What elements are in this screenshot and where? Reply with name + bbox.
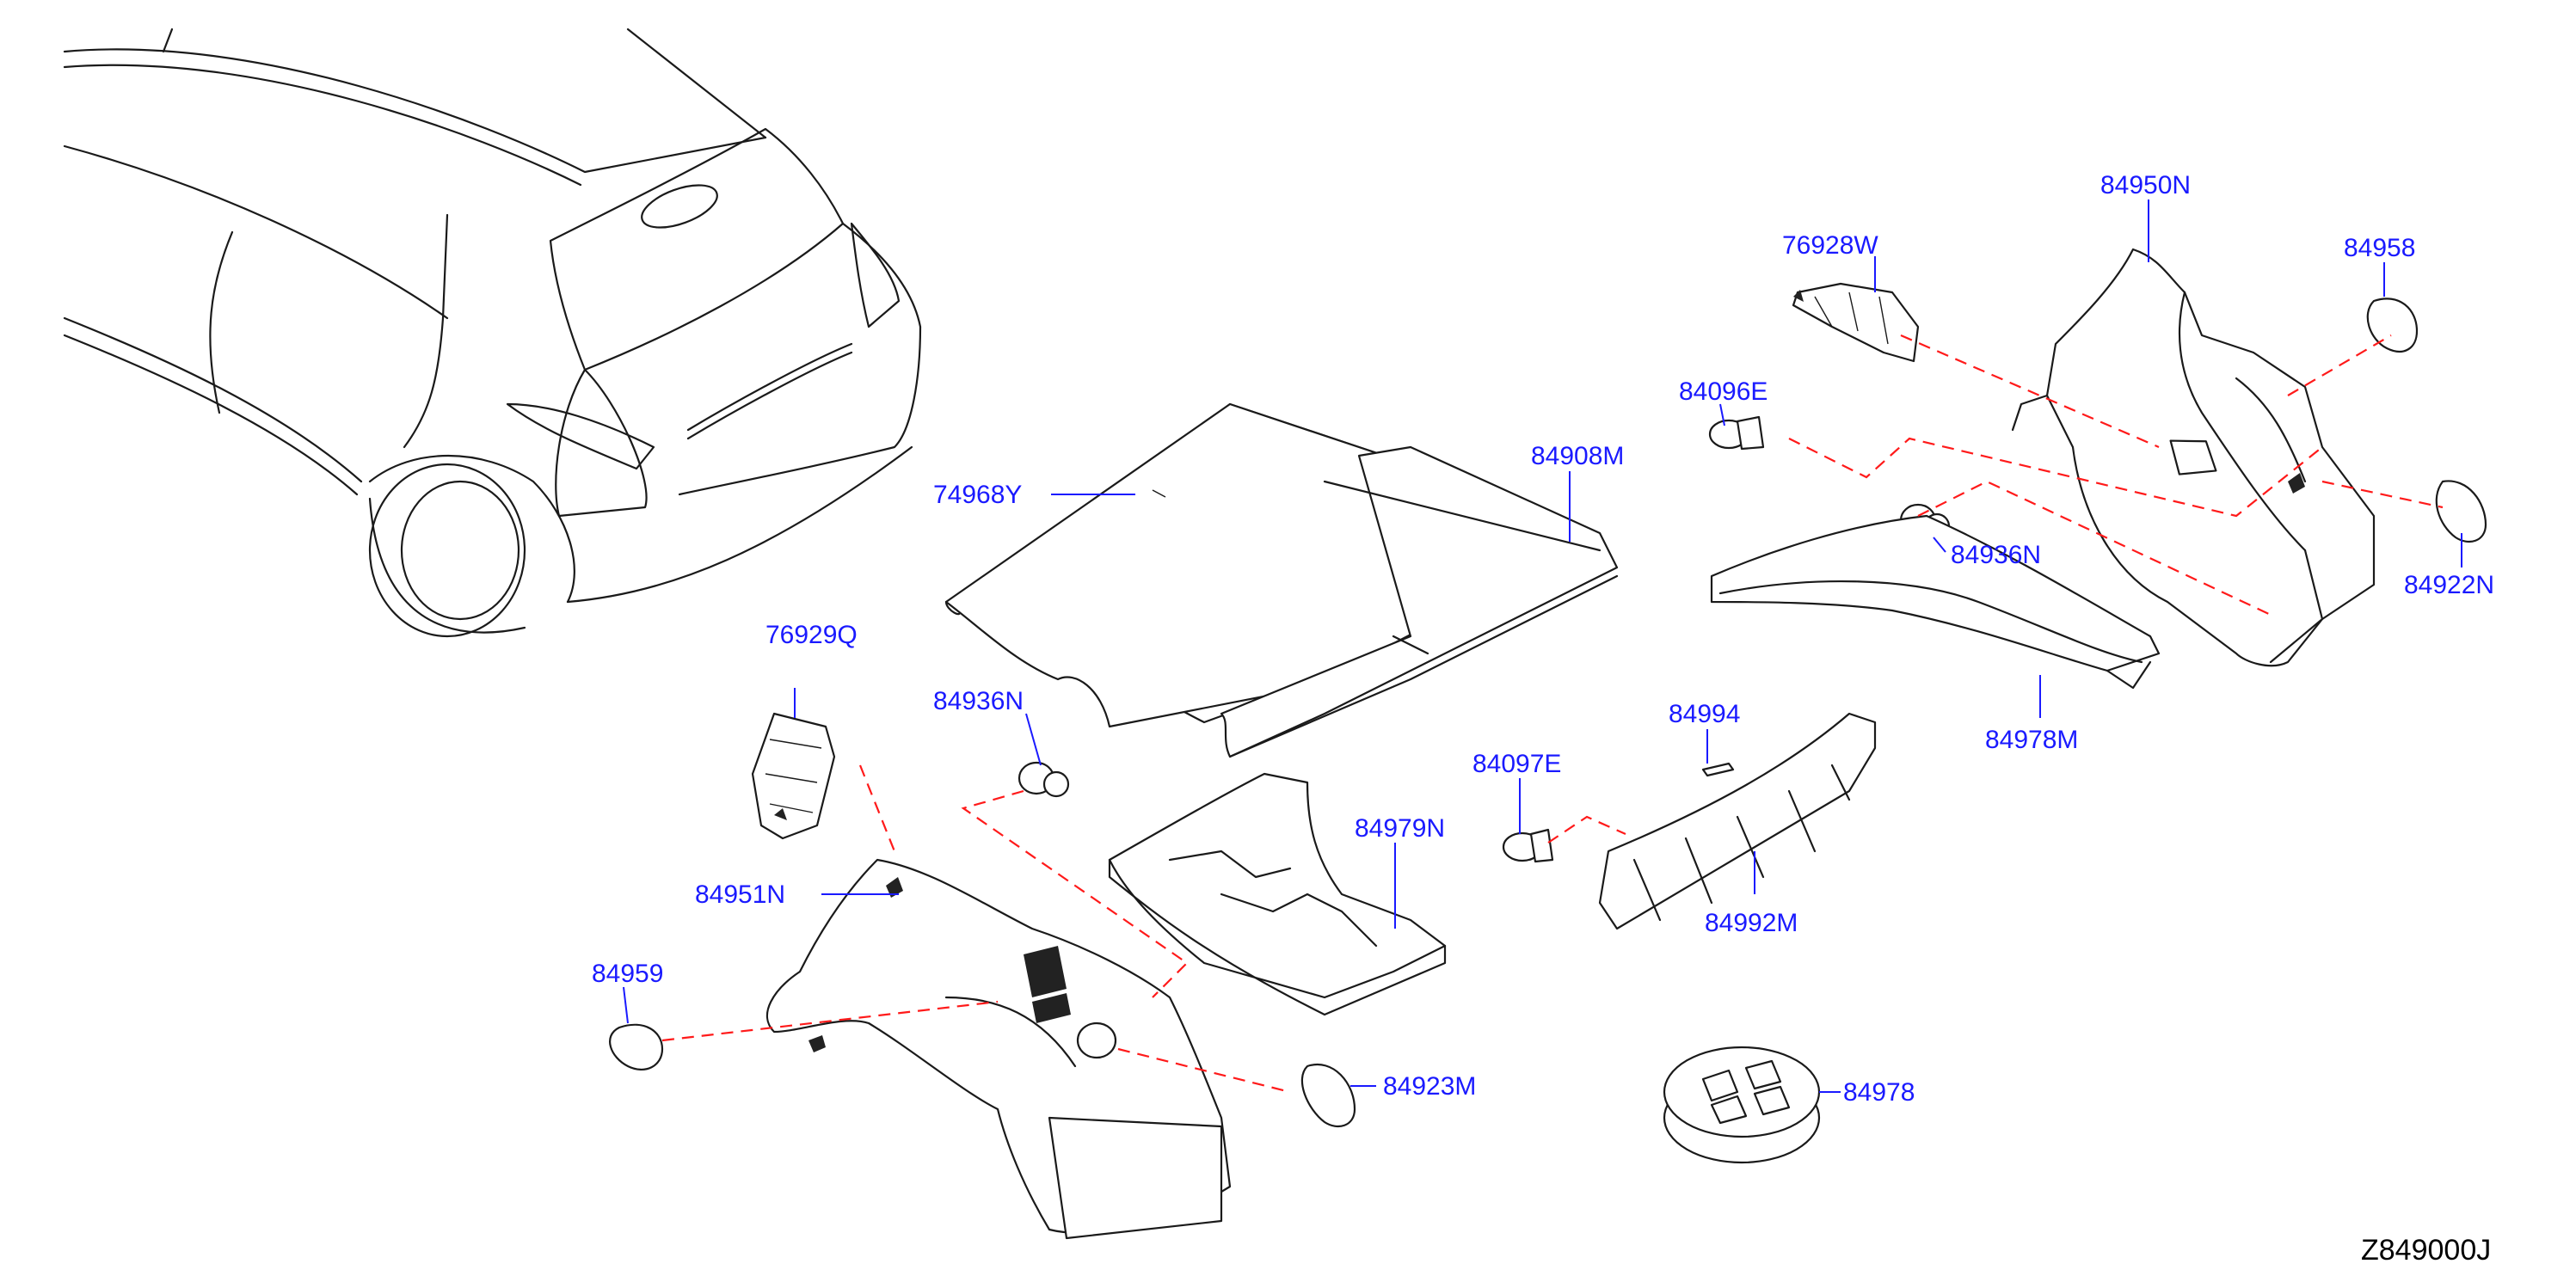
label-84951N[interactable]: 84951N: [695, 880, 785, 909]
rear-sill-84992M: [1598, 712, 1877, 930]
vehicle-outline: [63, 28, 922, 638]
side-board-84978M: [1710, 514, 2161, 690]
speaker-grille: [1024, 946, 1071, 1023]
clip-84097E: [1502, 828, 1554, 863]
label-84958[interactable]: 84958: [2344, 234, 2415, 262]
label-84096E[interactable]: 84096E: [1679, 377, 1768, 406]
label-76928W[interactable]: 76928W: [1782, 231, 1878, 260]
label-76929Q[interactable]: 76929Q: [765, 621, 858, 649]
label-84978[interactable]: 84978: [1843, 1078, 1915, 1107]
floor-board-84908M: [1220, 445, 1619, 758]
part-labels: 84950N 76928W 84958 84096E 84908M 74968Y…: [592, 171, 2494, 1107]
bracket-76929Q: [751, 712, 836, 840]
spacer-84978: [1663, 1046, 1821, 1164]
side-trim-84951N: [765, 858, 1232, 1240]
label-84936N-left[interactable]: 84936N: [933, 687, 1024, 715]
bracket-76928W: [1792, 282, 1920, 363]
label-84922N[interactable]: 84922N: [2404, 571, 2494, 599]
part-84994: [1701, 762, 1735, 777]
label-74968Y[interactable]: 74968Y: [933, 481, 1022, 509]
label-84908M[interactable]: 84908M: [1531, 442, 1624, 470]
diagram-code: Z849000J: [2361, 1234, 2491, 1267]
label-84979N[interactable]: 84979N: [1355, 814, 1445, 843]
cap-84923M: [1300, 1064, 1356, 1128]
clip-84096E: [1708, 415, 1765, 451]
leader-lines: [623, 199, 2462, 1093]
label-84950N[interactable]: 84950N: [2100, 171, 2191, 199]
label-84936N-right[interactable]: 84936N: [1951, 541, 2041, 569]
cap-84959: [609, 1023, 664, 1070]
label-84097E[interactable]: 84097E: [1472, 750, 1561, 778]
label-84992M[interactable]: 84992M: [1705, 909, 1798, 937]
label-84959[interactable]: 84959: [592, 960, 663, 988]
label-84978M[interactable]: 84978M: [1985, 726, 2078, 754]
label-84923M[interactable]: 84923M: [1383, 1072, 1476, 1101]
dashed-connectors: [661, 334, 2444, 1094]
cap-84922N: [2435, 480, 2487, 543]
side-trim-84950N: [2011, 248, 2376, 667]
cap-84958: [2366, 298, 2419, 353]
tray-84979N: [1108, 772, 1447, 1016]
clip-84936N-left: [1017, 761, 1070, 798]
label-84994[interactable]: 84994: [1669, 700, 1740, 728]
